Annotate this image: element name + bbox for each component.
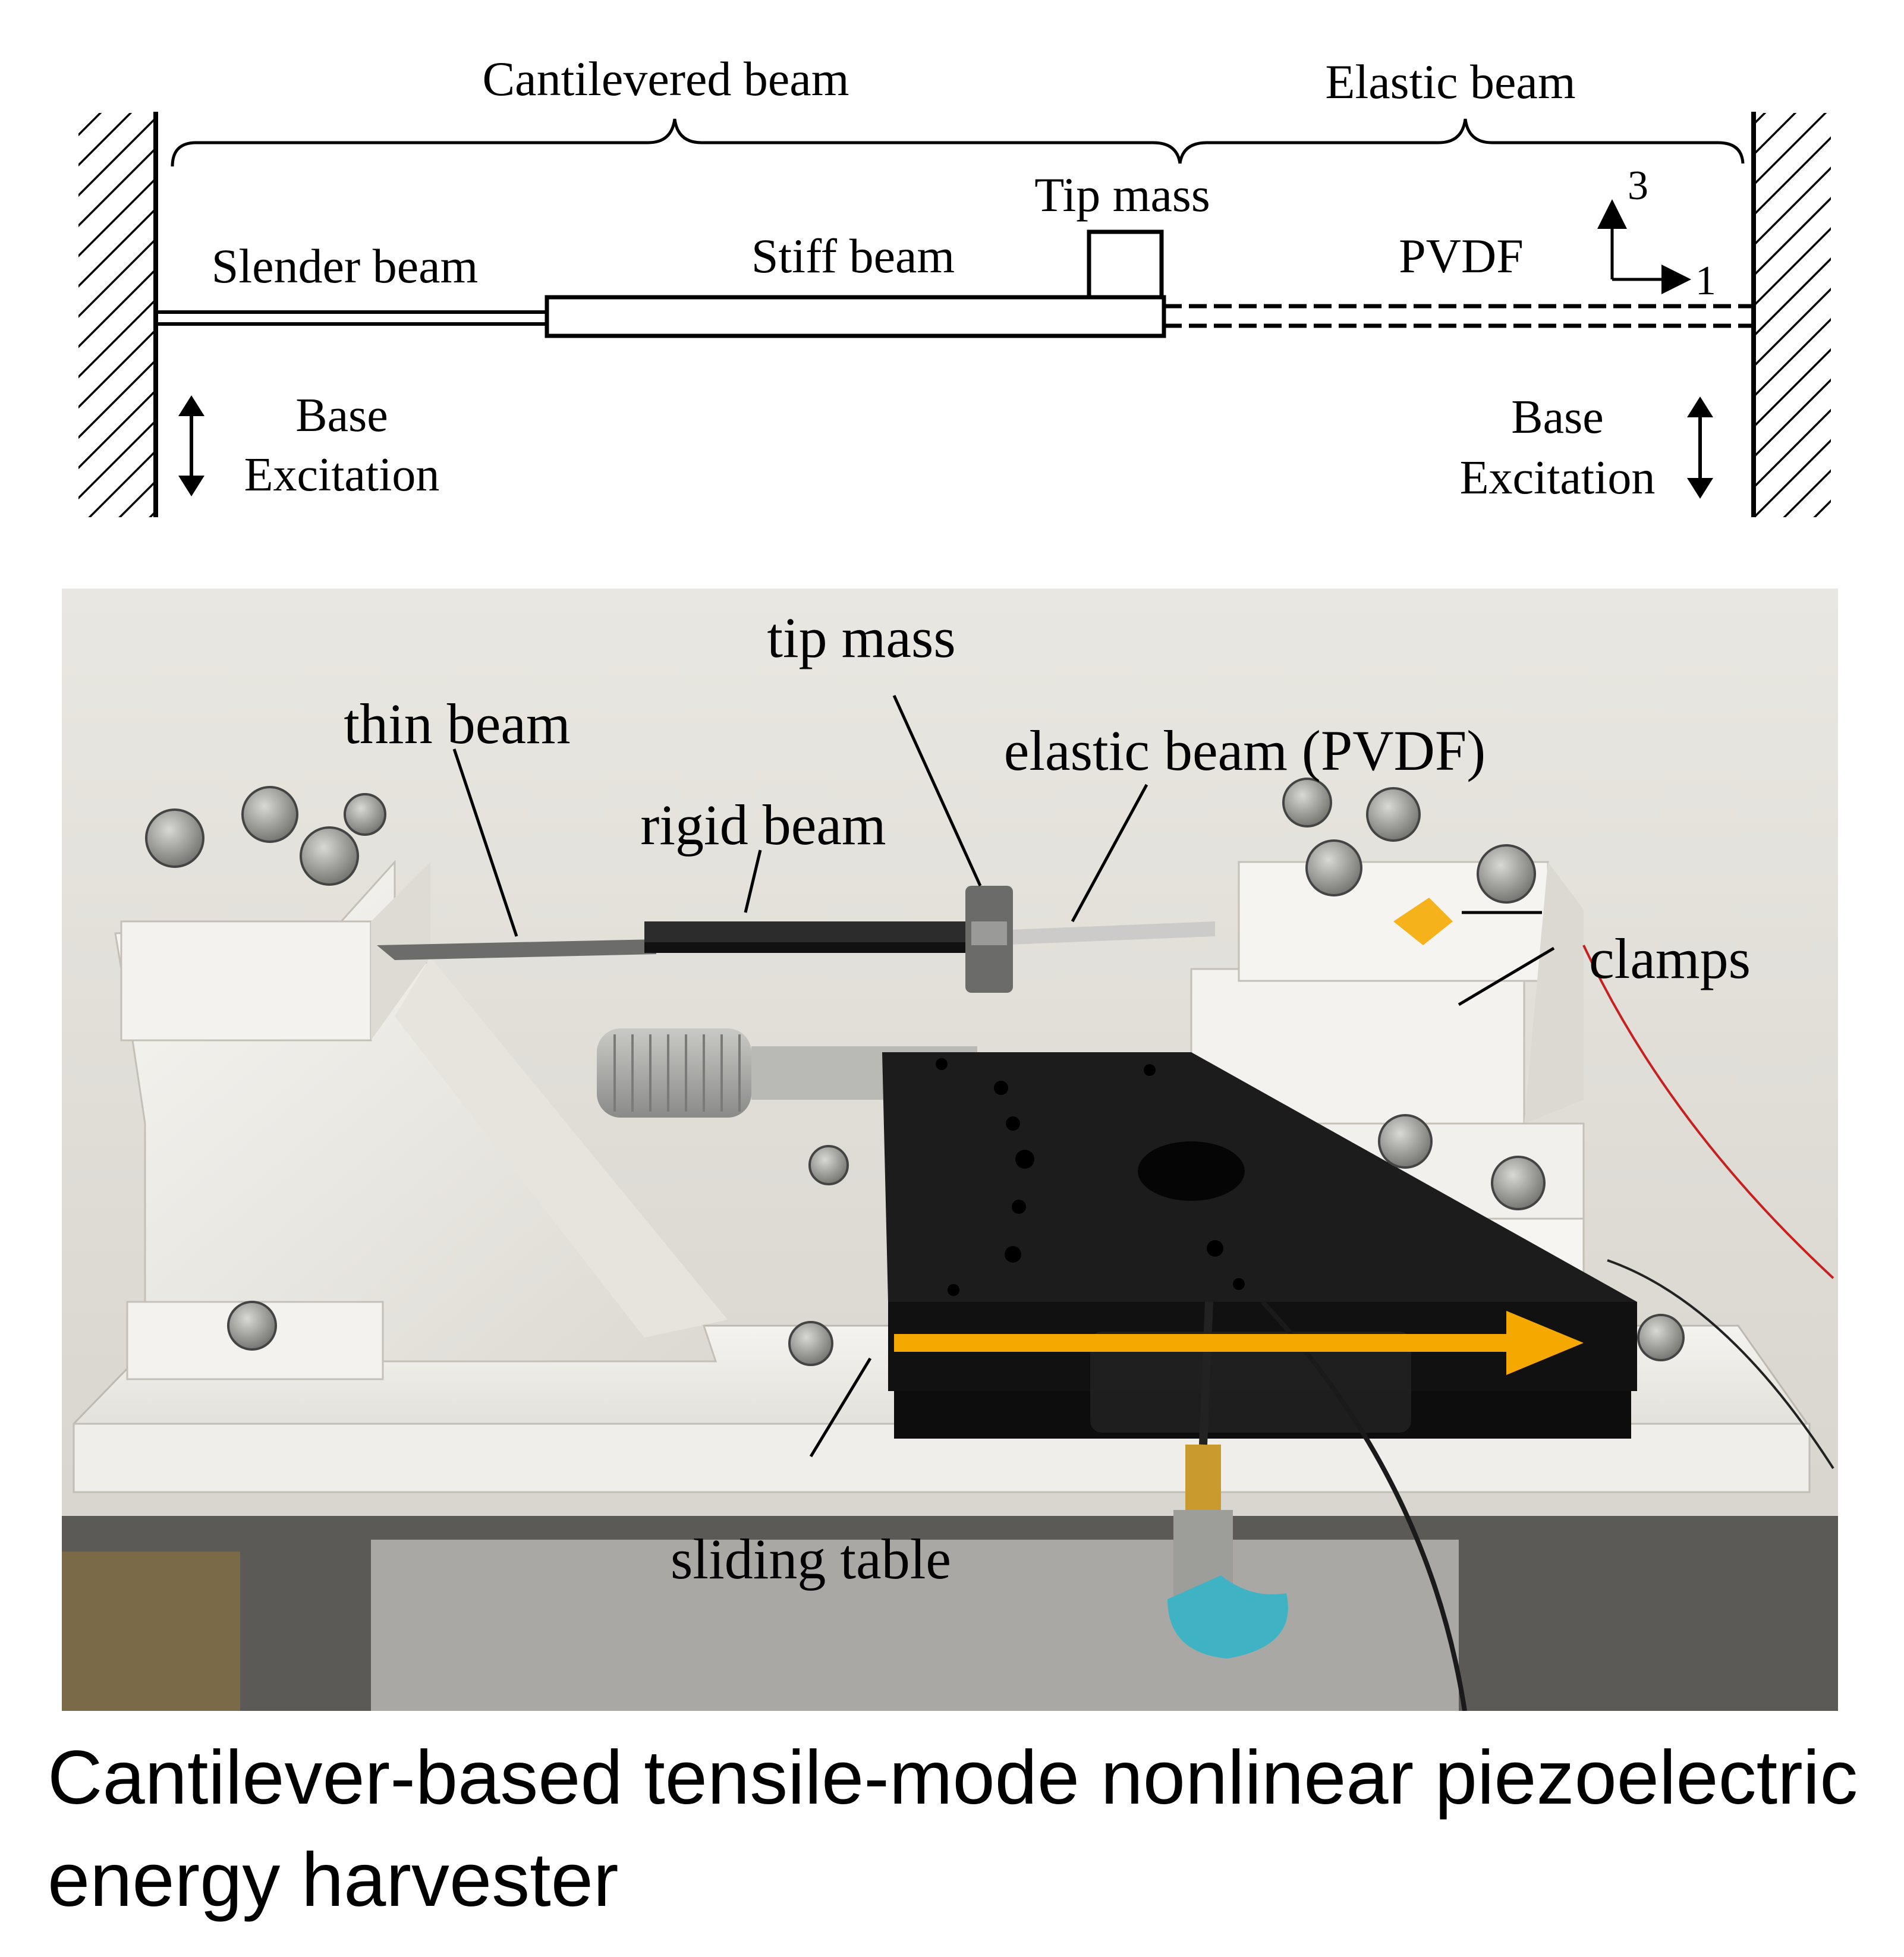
rigid-beam-label: rigid beam bbox=[640, 793, 886, 857]
left-fixed-wall bbox=[78, 112, 158, 517]
tip-mass-block bbox=[1087, 229, 1164, 300]
right-excitation-arrow bbox=[1687, 397, 1713, 499]
slender-beam-label: Slender beam bbox=[212, 239, 479, 293]
beam-assembly bbox=[377, 886, 1215, 993]
stiff-beam bbox=[545, 295, 1166, 338]
axis-1-label: 1 bbox=[1695, 258, 1716, 304]
elastic-beam-label: Elastic beam bbox=[1325, 55, 1575, 109]
left-excitation-arrow bbox=[178, 395, 204, 496]
pvdf-label: PVDF bbox=[1399, 229, 1524, 283]
thin-beam-label: thin beam bbox=[344, 692, 570, 756]
schematic-diagram: Cantilevered beam Elastic beam Tip mass … bbox=[78, 52, 1831, 517]
sliding-table-label: sliding table bbox=[671, 1527, 951, 1591]
cantilevered-beam-label: Cantilevered beam bbox=[482, 52, 849, 106]
sliding-direction-arrow bbox=[894, 1311, 1584, 1375]
left-base-label: Base bbox=[295, 389, 388, 442]
left-clamp-tower bbox=[114, 860, 728, 1380]
sensor-cable bbox=[1167, 945, 1834, 1711]
bolts bbox=[145, 778, 1685, 1366]
tip-mass-photo-label: tip mass bbox=[767, 606, 955, 669]
figure-caption: Cantilever-based tensile-mode nonlinear … bbox=[48, 1735, 1858, 1923]
clamps-label: clamps bbox=[1589, 927, 1751, 990]
right-base-label: Base bbox=[1511, 391, 1604, 443]
elastic-beam-pvdf-label: elastic beam (PVDF) bbox=[1004, 719, 1486, 782]
left-excitation-label: Excitation bbox=[244, 449, 440, 501]
axis-indicator bbox=[1597, 199, 1691, 294]
elastic-beam-brace bbox=[1178, 118, 1745, 164]
experimental-setup-photo: tip mass thin beam elastic beam (PVDF) r… bbox=[62, 589, 1838, 1711]
annotation-leaders bbox=[452, 694, 1555, 1458]
tip-mass-label: Tip mass bbox=[1034, 168, 1210, 222]
cantilevered-beam-brace bbox=[171, 118, 1182, 167]
right-fixed-wall bbox=[1751, 112, 1831, 517]
pvdf-elastic-beam bbox=[1164, 304, 1754, 328]
stiff-beam-label: Stiff beam bbox=[751, 229, 955, 283]
right-excitation-label: Excitation bbox=[1460, 452, 1656, 504]
axis-3-label: 3 bbox=[1628, 163, 1648, 209]
slender-beam bbox=[156, 310, 547, 326]
